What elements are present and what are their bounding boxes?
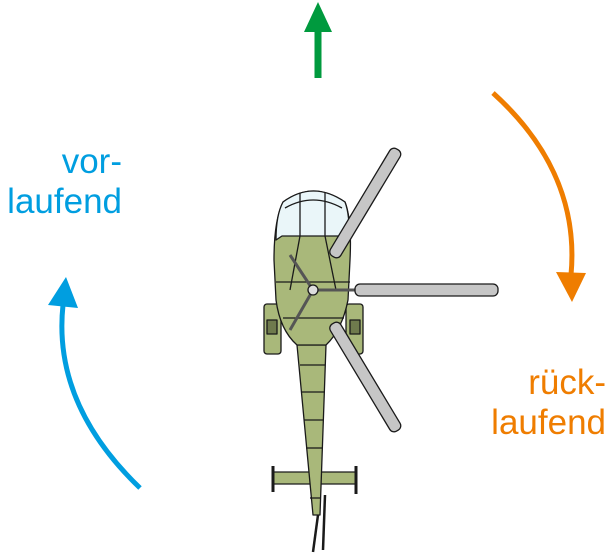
advancing-label: vor- laufend	[7, 142, 122, 222]
retreating-label-line1: rück-	[528, 363, 606, 402]
retreating-label: rück- laufend	[491, 363, 606, 443]
canopy	[275, 190, 350, 241]
advancing-label-line1: vor-	[61, 142, 122, 181]
flight-direction-arrow	[304, 2, 332, 78]
retreating-label-line2: laufend	[491, 403, 606, 442]
advancing-blade-arrow	[48, 277, 142, 490]
tail-rotor	[311, 514, 320, 553]
advancing-label-line2: laufend	[7, 182, 122, 221]
tail-boom	[296, 344, 327, 516]
retreating-blade-arrow	[491, 91, 586, 302]
rotor-blade	[354, 283, 499, 297]
main-rotor	[288, 147, 499, 433]
helicopter	[263, 147, 499, 553]
